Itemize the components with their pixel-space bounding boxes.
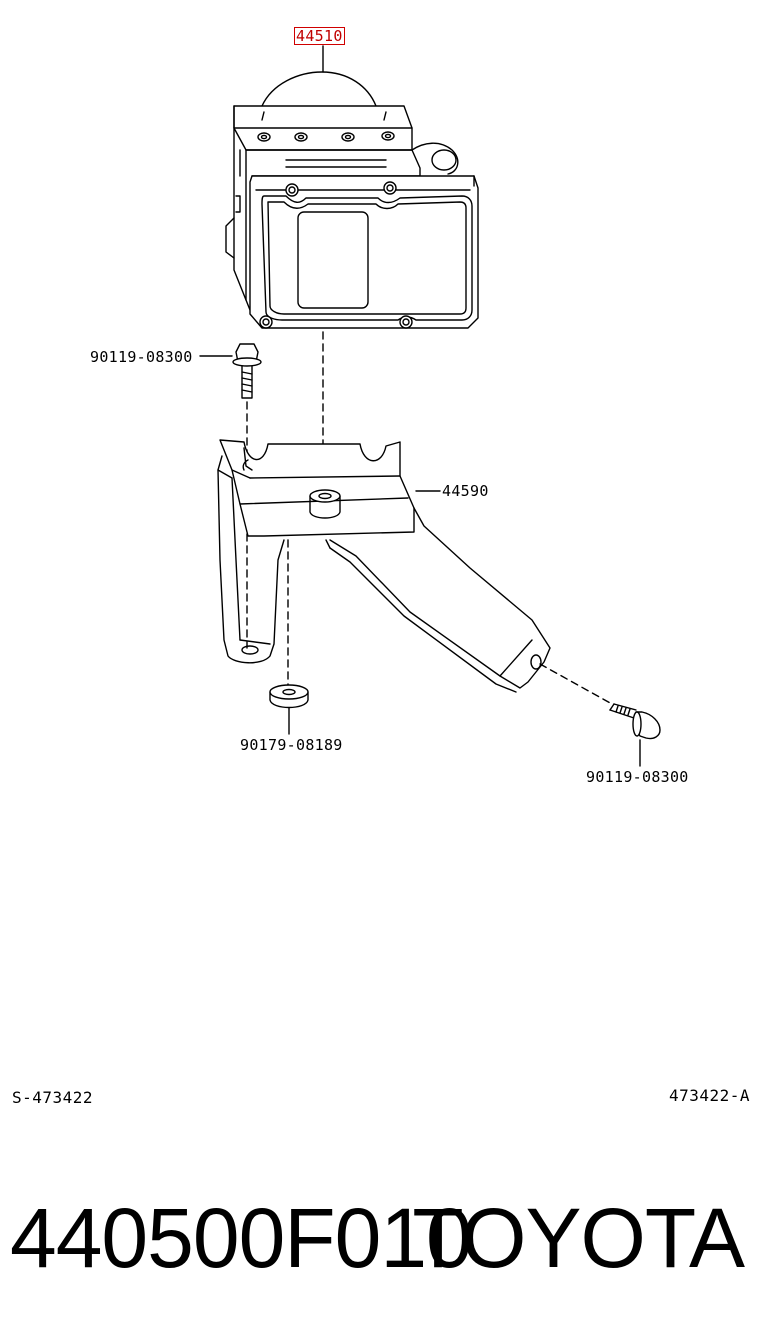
part-number-caption: 440500F010 (10, 1191, 473, 1285)
callout-bolt-left[interactable]: 90119-08300 (90, 348, 193, 366)
callout-cushion[interactable]: 90179-08189 (240, 736, 343, 754)
brand-caption: TOYOTA (412, 1191, 745, 1285)
bolt-left-drawing (199, 343, 262, 399)
bracket-drawing (217, 439, 551, 693)
bolt-right-drawing (609, 703, 661, 767)
illustration-code-right: 473422-A (668, 1086, 750, 1105)
callout-bracket[interactable]: 44590 (442, 482, 489, 500)
cushion-drawing (269, 684, 309, 735)
exploded-parts-diagram (199, 45, 661, 767)
abs-actuator-drawing (225, 71, 479, 329)
illustration-code-left: S-473422 (12, 1088, 94, 1107)
callout-abs-actuator[interactable]: 44510 (294, 27, 345, 45)
callout-bolt-right[interactable]: 90119-08300 (586, 768, 689, 786)
